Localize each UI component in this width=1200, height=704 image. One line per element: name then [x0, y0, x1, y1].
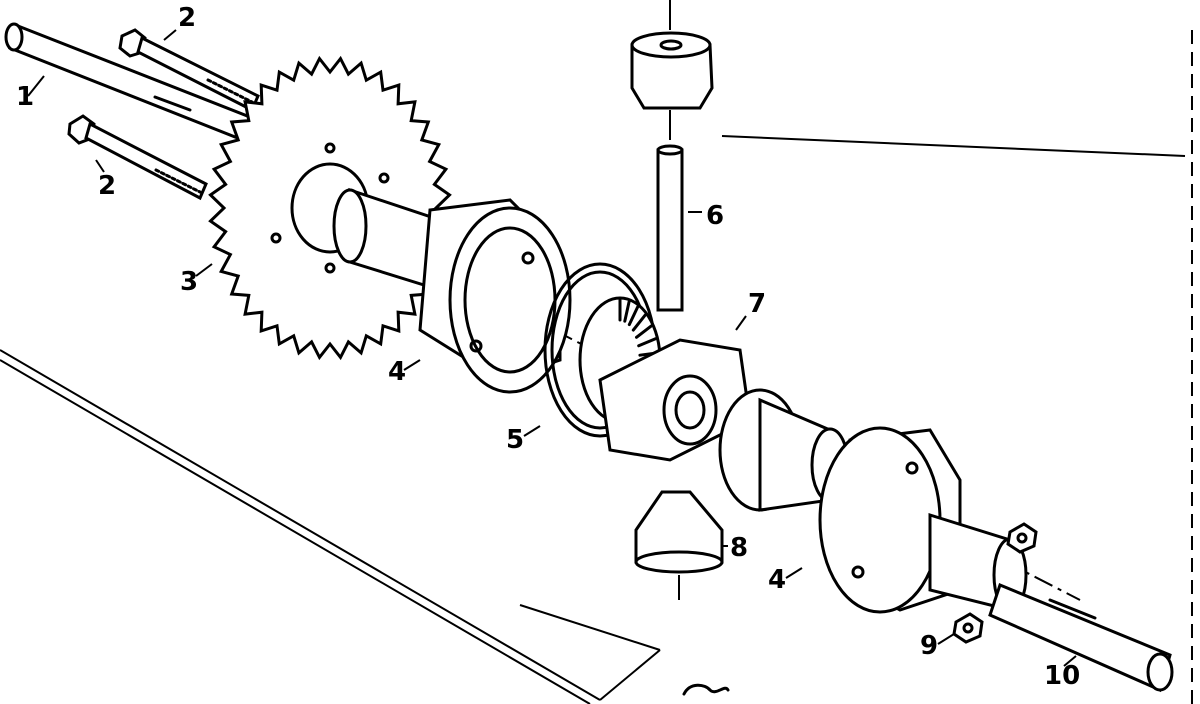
callouts: 1 2 2 3 4 4 5 6 7 8 9 10 [16, 3, 1080, 691]
callout-4-right: 4 [768, 565, 786, 595]
left-hub [332, 187, 442, 293]
spider-block [598, 338, 752, 462]
bolt-lower [67, 114, 208, 201]
callout-7: 7 [748, 289, 766, 319]
callout-5: 5 [506, 425, 524, 455]
nut-upper [1006, 522, 1038, 554]
callout-6: 6 [706, 201, 724, 231]
pinion-gear-lower [634, 490, 724, 600]
stray-mark [682, 683, 730, 696]
callout-2-lower: 2 [98, 171, 116, 201]
callout-4-left: 4 [388, 357, 406, 387]
carrier-housing-left [418, 198, 572, 394]
callout-1: 1 [16, 82, 34, 112]
callout-10: 10 [1044, 661, 1080, 691]
pinion-gear-upper [630, 31, 714, 110]
carrier-housing-right [818, 426, 962, 614]
sprocket [208, 55, 452, 361]
callout-2-upper: 2 [178, 3, 196, 33]
axle-shaft-right [988, 583, 1174, 693]
page-border-lines [0, 30, 1193, 704]
pinion-shaft [656, 0, 684, 312]
nut-lower [952, 612, 984, 644]
side-gear-right [718, 388, 850, 512]
callout-8: 8 [730, 533, 748, 563]
callout-9: 9 [920, 631, 938, 661]
callout-3: 3 [180, 267, 198, 297]
